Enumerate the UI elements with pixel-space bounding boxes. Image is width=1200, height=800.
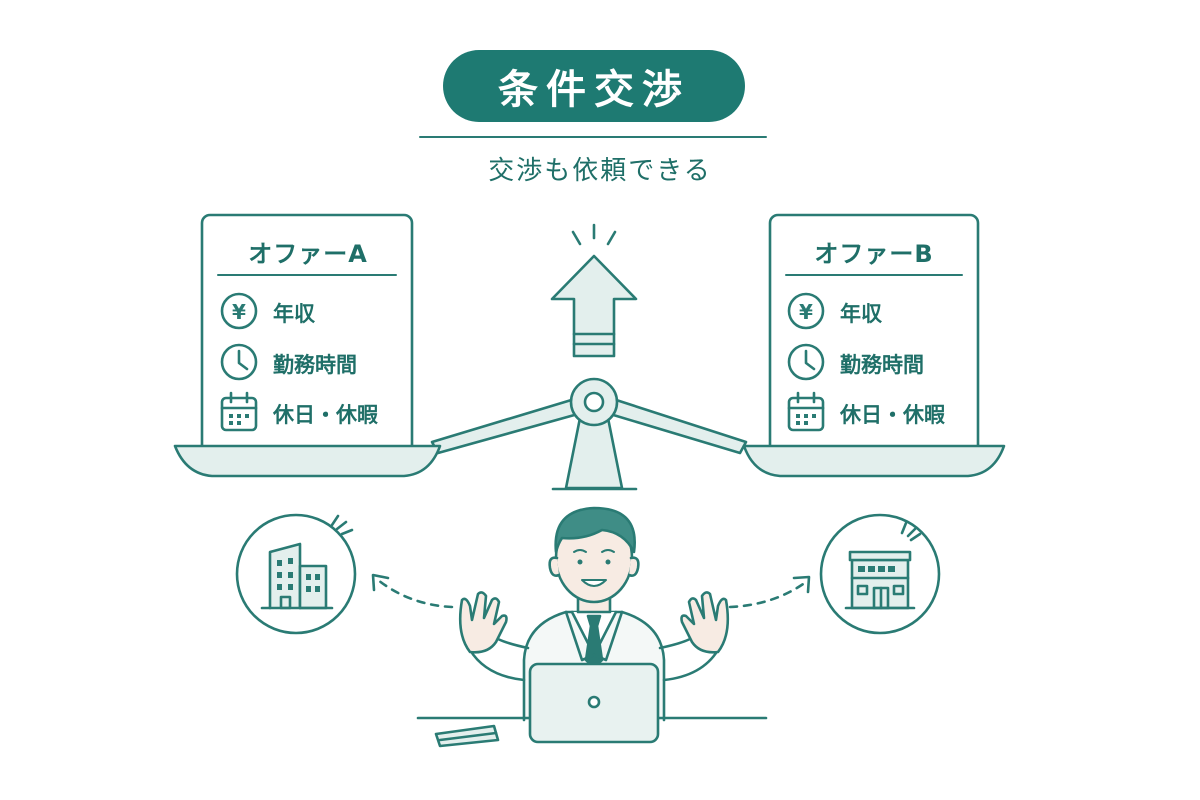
offer-b-item-hours: 勤務時間 [840,353,924,377]
offer-b-title: オファーB [814,240,934,268]
notebook-icon [434,724,500,748]
up-arrow-icon [550,223,638,358]
arrow-head-right [792,575,811,594]
shop-building-icon [819,513,941,635]
title-badge: 条件交渉 [443,50,745,122]
calendar-icon [220,391,258,432]
arrow-to-right-building [728,580,808,609]
yen-icon: ¥ [220,292,258,330]
clock-icon [787,343,825,381]
offer-b-item-holidays: 休日・休暇 [840,403,945,427]
calendar-icon [787,391,825,432]
balance-scale-icon [173,377,1006,491]
arrow-to-left-building [376,578,454,609]
office-building-icon [235,513,357,635]
offer-b-item-salary: 年収 [840,302,882,326]
svg-text:¥: ¥ [232,300,246,324]
offer-card-b: ¥ [768,213,980,457]
clock-icon [220,343,258,381]
offer-a-item-holidays: 休日・休暇 [273,403,378,427]
laptop-icon [528,662,660,744]
offer-a-item-hours: 勤務時間 [273,353,357,377]
yen-icon: ¥ [787,292,825,330]
page-title: 条件交渉 [498,67,690,113]
page-subtitle: 交渉も依頼できる [488,156,712,186]
arrow-head-left [371,573,390,592]
offer-a-title: オファーA [248,240,368,268]
svg-text:¥: ¥ [799,300,813,324]
offer-card-a: ¥ [200,213,414,457]
offer-a-item-salary: 年収 [273,302,315,326]
